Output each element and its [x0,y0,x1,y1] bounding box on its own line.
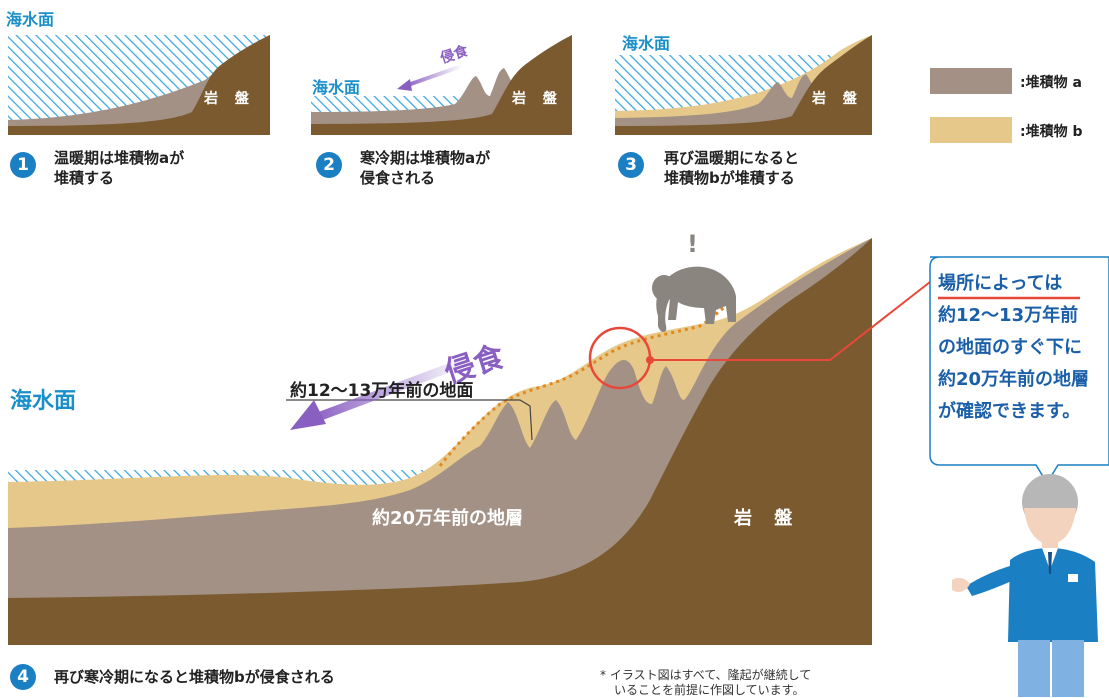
panel-2-erosion-arrowhead [397,79,412,91]
panel-2-cross-section [311,35,572,135]
ancient-layer-label: 約20万年前の地層 [372,508,524,529]
legend-label-sediment-a: :堆積物 a [1020,75,1082,91]
bubble-line-4: 約20万年前の地層 [938,369,1090,390]
panel-3-sea-label: 海水面 [622,34,671,53]
highlight-connector-line [650,281,931,361]
footnote-line-1: * イラスト図はすべて、隆起が継続して [600,668,812,682]
step-badge-2: 2 [316,152,342,178]
panel-1-sea-label: 海水面 [6,10,55,29]
bubble-line-3: の地面のすぐ下に [938,337,1082,358]
panel-1-caption: 温暖期は堆積物aが 堆積する [54,148,184,188]
step-badge-3: 3 [618,152,644,178]
panel-1-cross-section [8,35,270,135]
panel-2-sea-label: 海水面 [312,78,361,97]
panel-1-caption-line2: 堆積する [54,169,115,187]
step-badge-4: 4 [10,664,36,690]
bubble-line-2: 約12〜13万年前 [938,305,1079,326]
mammoth-illustration [652,266,736,332]
footnote-line-2: いることを前提に作図しています。 [614,683,805,697]
legend-swatch-sediment-a [930,68,1012,94]
panel-1-rock-label: 岩 盤 [204,91,255,107]
ground-label-leader-line [286,399,533,441]
main-sea-label: 海水面 [10,389,77,414]
panel-2-caption-line2: 侵食される [360,169,436,187]
panel-2-caption-line1: 寒冷期は堆積物aが [360,149,491,167]
speech-bubble [929,256,1109,485]
panel-1-caption-line1: 温暖期は堆積物aが [54,149,185,167]
bubble-text: 場所によっては 約12〜13万年前 の地面のすぐ下に 約20万年前の地層 が確認… [938,268,1089,428]
panel-3-caption: 再び温暖期になると 堆積物bが堆積する [664,148,799,188]
worker-illustration [952,474,1098,697]
panel-3-caption-line1: 再び温暖期になると [664,149,800,167]
panel-3-caption-line2: 堆積物bが堆積する [664,169,795,187]
main-rock-label: 岩 盤 [734,508,801,529]
main-erosion-arrowhead [290,400,326,430]
main-cross-section [8,238,872,645]
footnote: * イラスト図はすべて、隆起が継続して いることを前提に作図しています。 [600,668,811,698]
panel-2-rock-label: 岩 盤 [512,91,563,107]
panel-3-rock-label: 岩 盤 [812,91,863,107]
ancient-ground-surface-line [438,304,727,467]
bubble-line-1: 場所によっては [938,273,1063,294]
main-caption: 再び寒冷期になると堆積物bが侵食される [54,668,335,686]
step-badge-1: 1 [10,152,36,178]
legend-label-sediment-b: :堆積物 b [1020,124,1083,140]
ancient-ground-label: 約12〜13万年前の地面 [290,381,474,401]
panel-2-caption: 寒冷期は堆積物aが 侵食される [360,148,490,188]
exclamation-mark: ! [687,230,698,258]
bubble-line-5: が確認できます。 [938,401,1081,422]
legend-swatch-sediment-b [930,117,1012,143]
panel-3-cross-section [615,35,872,135]
